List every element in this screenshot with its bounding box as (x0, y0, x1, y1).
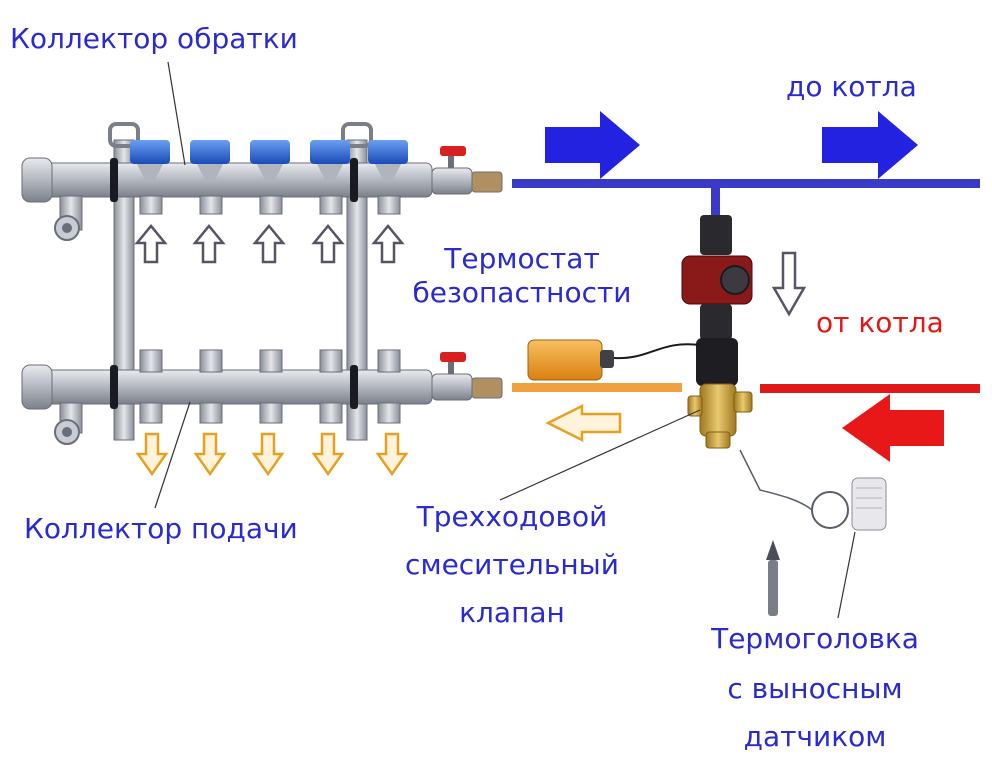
valve-cap (310, 140, 350, 180)
down-outline-arrow-icon (193, 432, 227, 477)
up-outline-arrow-icon (252, 224, 286, 264)
down-outline-arrow-icon (375, 432, 409, 477)
right-arrow-icon (822, 111, 918, 179)
mixing-valve-label-line3: клапан (459, 596, 565, 629)
valve-cap (368, 140, 408, 180)
leader-lines (154, 61, 856, 619)
mixed-pipe (512, 383, 682, 392)
from-boiler-label: от котла (816, 306, 944, 339)
supply-manifold-label: Коллектор подачи (24, 512, 298, 545)
valve-cap (130, 140, 170, 180)
down-outline-arrow-icon (771, 251, 807, 317)
down-outline-arrow-icon (311, 432, 345, 477)
supply-pipe (760, 384, 980, 393)
up-outline-arrow-icon (134, 224, 168, 264)
thermo-head-label-line1: Термоголовка (711, 622, 919, 655)
left-outline-arrow-icon (545, 403, 622, 443)
circulation-pump (681, 215, 753, 386)
safety-thermostat (527, 339, 701, 381)
return-manifold-label: Коллектор обратки (10, 22, 298, 55)
supply-manifold (21, 349, 503, 445)
valve-cap (250, 140, 290, 180)
mixing-valve-label-line1: Трехходовой (416, 500, 608, 533)
manifold-bracket-left (108, 122, 140, 441)
mixing-valve (687, 383, 753, 449)
manifold-bracket-right (341, 122, 373, 441)
thermo-head-label-line3: датчиком (743, 720, 887, 753)
up-outline-arrow-icon (311, 224, 345, 264)
down-outline-arrow-icon (135, 432, 169, 477)
right-arrow-icon (545, 111, 640, 179)
return-pipe (512, 179, 980, 215)
up-outline-arrow-icon (371, 224, 405, 264)
up-outline-arrow-icon (192, 224, 226, 264)
valve-cap (190, 140, 230, 180)
mixing-valve-label-line2: смесительный (405, 548, 619, 581)
return-manifold (21, 140, 503, 241)
thermo-head-label-line2: с выносным (727, 672, 903, 705)
safety-thermostat-label-line2: безопастности (412, 276, 632, 309)
to-boiler-label: до котла (786, 70, 917, 103)
down-outline-arrow-icon (251, 432, 285, 477)
thermo-head (739, 449, 887, 531)
safety-thermostat-label-line1: Термостат (444, 242, 600, 275)
remote-sensor (766, 540, 780, 616)
left-arrow-icon (842, 394, 944, 462)
